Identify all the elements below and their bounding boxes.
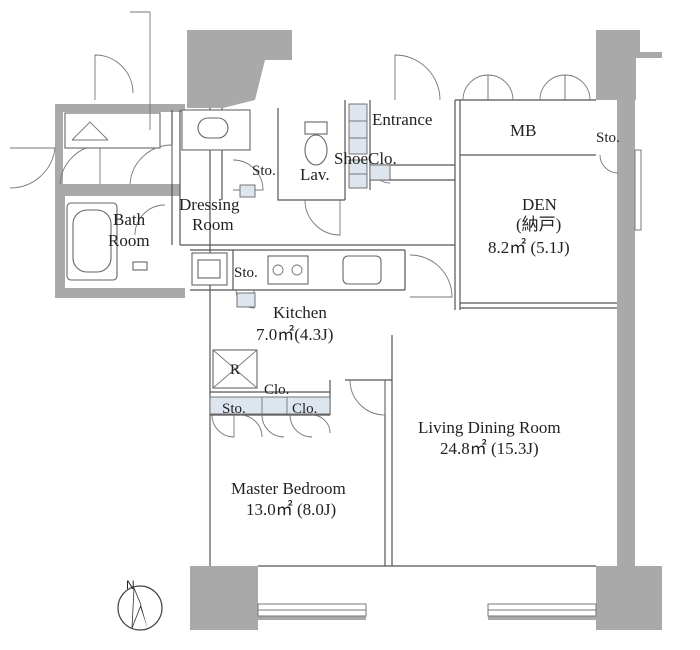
door-dressing (232, 159, 264, 191)
door-mb-1 (462, 74, 489, 101)
wall-column-top-right (596, 30, 662, 100)
basin-icon (197, 117, 229, 139)
wall-upper-left-side (55, 104, 63, 184)
label-living-area: 24.8㎡ (15.3J) (440, 439, 539, 458)
closet-shoe-side (369, 164, 391, 181)
wall-column-top-left (187, 30, 223, 108)
label-mb: MB (510, 121, 536, 140)
door-clo-1 (261, 414, 285, 438)
label-sto-mb: Sto. (596, 130, 620, 146)
door-living (349, 379, 386, 416)
door-sto-bed-2 (239, 414, 263, 438)
faucet-icon (132, 261, 148, 271)
cooktop (267, 255, 309, 285)
door-mb-3 (539, 74, 566, 101)
compass: N (117, 578, 163, 631)
door-left-2 (59, 144, 101, 185)
door-balcony (94, 54, 134, 100)
label-den-area: 8.2㎡ (5.1J) (488, 238, 570, 257)
label-sto-dressing: Sto. (252, 163, 276, 179)
label-living-1: Living Dining Room (418, 418, 561, 437)
closet-kitchen (236, 292, 256, 308)
wall-right (617, 100, 635, 570)
windows (257, 149, 642, 617)
label-dressing-2: Room (192, 215, 234, 234)
window-den (634, 149, 642, 231)
burner-icon (272, 264, 284, 276)
compass-ring (117, 585, 163, 631)
door-lav (304, 199, 341, 236)
bathtub-inner (72, 209, 112, 273)
closets (209, 103, 391, 415)
wall-top-mid (223, 30, 292, 108)
label-entrance: Entrance (372, 110, 432, 129)
label-bath-1: Bath (113, 210, 146, 229)
closet-dressing (239, 184, 256, 198)
label-sto-kitchen: Sto. (234, 265, 258, 281)
toilet-icon (304, 134, 328, 166)
kitchen-sink (342, 255, 382, 285)
compass-label: N (126, 578, 135, 592)
label-clo-2: Clo. (292, 401, 317, 417)
door-mb-2 (487, 74, 514, 101)
label-bath-2: Room (108, 231, 150, 250)
room-labels: Entrance MB Sto. ShoeClo. Lav. Sto. Dres… (108, 110, 620, 519)
door-sto-bed-1 (211, 414, 235, 438)
toilet-tank (304, 121, 328, 135)
label-den-1: DEN (522, 195, 557, 214)
door-bath (134, 204, 166, 236)
label-clo-1: Clo. (264, 382, 289, 398)
label-den-2: (納戸) (516, 215, 561, 234)
door-left-1 (9, 147, 56, 189)
laundry-pan (64, 112, 161, 149)
label-kitchen-1: Kitchen (273, 303, 327, 322)
wall-column-bottom-right (596, 566, 662, 630)
burner-icon (291, 264, 303, 276)
closet-shoe-upper (348, 103, 368, 155)
label-kitchen-area: 7.0㎡(4.3J) (256, 325, 333, 344)
wall-bath-top (55, 184, 180, 196)
label-master-area: 13.0㎡ (8.0J) (246, 500, 336, 519)
door-den (409, 254, 453, 298)
door-entrance (394, 54, 441, 101)
washer-inner (197, 259, 221, 279)
label-master-1: Master Bedroom (231, 479, 346, 498)
label-dressing-1: Dressing (179, 195, 240, 214)
wall-column-bottom-left (190, 566, 258, 630)
interior-walls (171, 99, 617, 567)
door-sto-mb (599, 154, 619, 174)
wall-bath-left (55, 196, 65, 296)
label-lav: Lav. (300, 165, 330, 184)
door-clo-3 (311, 414, 331, 434)
wall-upper-left (55, 104, 185, 112)
label-refrigerator: R (230, 362, 240, 378)
door-clo-2 (289, 414, 313, 438)
label-sto-bedroom: Sto. (222, 401, 246, 417)
label-shoe-closet: ShoeClo. (334, 149, 397, 168)
closet-bedroom (209, 396, 331, 415)
door-left-3 (129, 144, 173, 185)
door-mb-4 (564, 74, 591, 101)
fixtures (64, 11, 382, 389)
wall-bath-bottom (55, 288, 185, 298)
